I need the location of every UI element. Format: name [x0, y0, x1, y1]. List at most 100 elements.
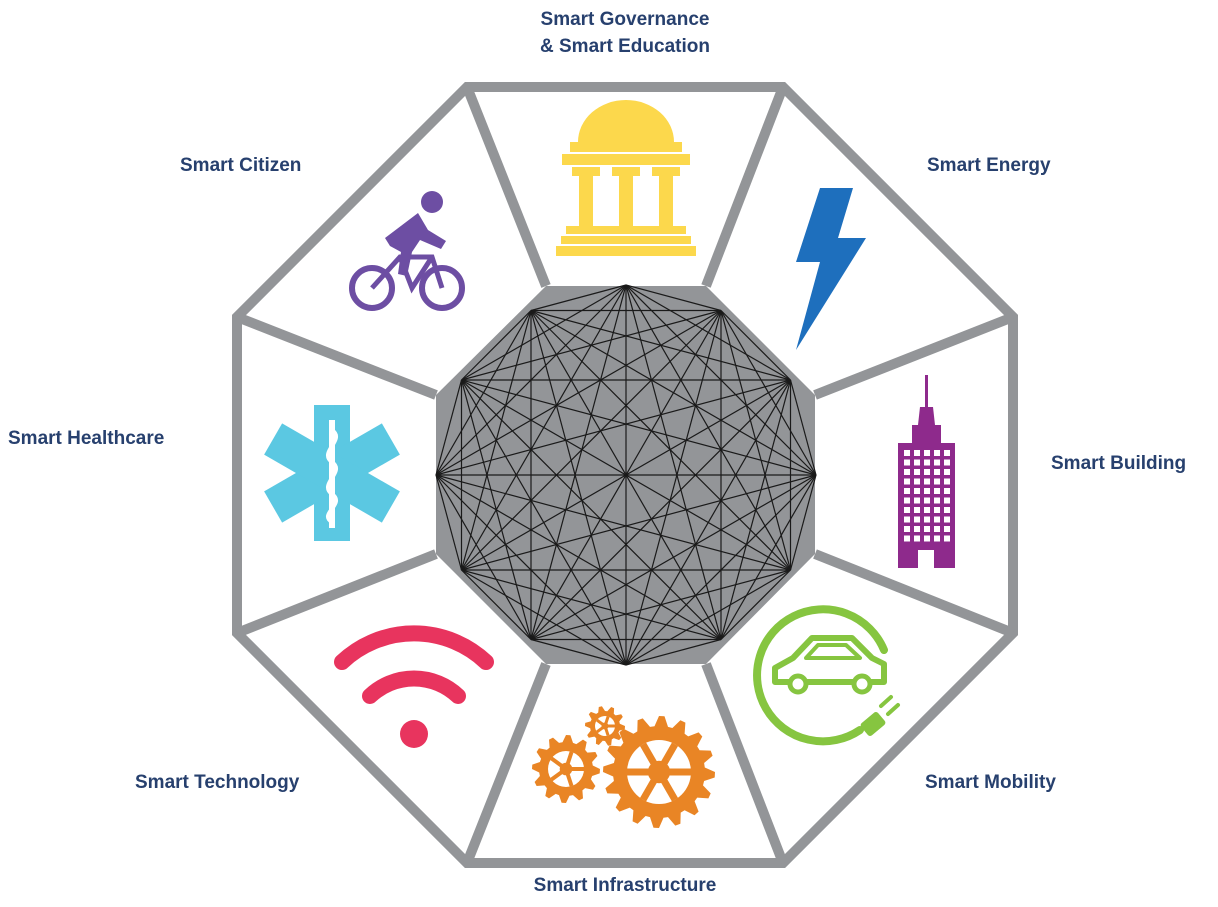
- government-building-icon: [556, 100, 696, 256]
- gear: [603, 716, 715, 828]
- window: [914, 450, 920, 456]
- label-building: Smart Building: [1051, 450, 1186, 477]
- label-healthcare: Smart Healthcare: [8, 425, 164, 452]
- window: [934, 516, 940, 523]
- window: [934, 469, 940, 475]
- window: [924, 507, 930, 513]
- window: [914, 497, 920, 504]
- mesh-line: [435, 474, 791, 571]
- window: [944, 488, 950, 494]
- label-mobility: Smart Mobility: [925, 769, 1056, 796]
- electric-car-plug-icon: [753, 605, 900, 746]
- window: [934, 526, 940, 532]
- mesh-line: [530, 309, 791, 381]
- mesh-line: [461, 379, 817, 476]
- window: [944, 516, 950, 523]
- step: [566, 226, 686, 234]
- column: [612, 167, 640, 176]
- mesh-line: [530, 310, 791, 571]
- step: [556, 246, 696, 256]
- window: [944, 535, 950, 542]
- divider-line: [235, 312, 438, 400]
- skyscraper-windows: [904, 450, 950, 568]
- mesh-line: [530, 309, 817, 476]
- window: [944, 450, 950, 456]
- column: [659, 176, 673, 226]
- label-infrastructure: Smart Infrastructure: [505, 872, 745, 899]
- entablature: [562, 154, 690, 165]
- rider-body: [385, 213, 446, 276]
- mesh-line: [720, 569, 791, 640]
- mesh-line: [789, 474, 817, 571]
- tower-top: [918, 407, 935, 425]
- mesh-line: [461, 310, 722, 571]
- window: [904, 478, 910, 485]
- mesh-line: [435, 474, 463, 571]
- plug: [860, 712, 886, 736]
- window: [924, 488, 930, 494]
- window: [944, 469, 950, 475]
- hub-mesh: [435, 284, 817, 666]
- mesh-line: [460, 379, 627, 666]
- label-citizen-text: Smart Citizen: [180, 155, 302, 176]
- mesh-line: [720, 310, 791, 381]
- mesh-line: [435, 474, 532, 640]
- divider-line: [701, 85, 788, 288]
- window: [914, 459, 920, 466]
- cyclist-icon: [349, 191, 465, 311]
- sector-dividers: [235, 85, 1015, 865]
- car-wheel: [787, 673, 809, 695]
- window: [914, 507, 920, 513]
- window: [914, 488, 920, 494]
- door: [918, 550, 934, 568]
- mesh-line: [461, 379, 722, 640]
- label-energy: Smart Energy: [927, 152, 1051, 179]
- window: [914, 526, 920, 532]
- window: [924, 497, 930, 504]
- mesh-line: [435, 379, 791, 476]
- mesh-line: [530, 310, 627, 666]
- gears-icon: [532, 706, 715, 828]
- window: [934, 488, 940, 494]
- window: [904, 459, 910, 466]
- label-building-text: Smart Building: [1051, 453, 1187, 474]
- window: [904, 535, 910, 542]
- window: [934, 459, 940, 466]
- car-wheel: [851, 673, 873, 695]
- window: [924, 459, 930, 466]
- mesh-line: [530, 310, 722, 640]
- mesh-line: [625, 284, 722, 640]
- dome: [578, 100, 674, 142]
- mesh-line: [461, 569, 627, 666]
- label-infrastructure-text: Smart Infrastructure: [533, 875, 717, 896]
- label-citizen: Smart Citizen: [180, 152, 301, 179]
- window: [904, 507, 910, 513]
- window: [934, 507, 940, 513]
- mesh-line: [461, 474, 817, 571]
- window: [904, 516, 910, 523]
- divider-line: [462, 85, 551, 288]
- window: [914, 535, 920, 542]
- window: [944, 526, 950, 532]
- rear-wheel: [349, 265, 395, 311]
- label-governance-line-2: & Smart Education: [540, 36, 710, 57]
- window: [924, 450, 930, 456]
- window: [914, 469, 920, 475]
- divider-line: [235, 549, 438, 638]
- gear: [585, 706, 625, 746]
- mesh-line: [625, 284, 722, 312]
- dome-base: [570, 142, 682, 152]
- gear: [532, 735, 600, 803]
- mesh-line: [530, 379, 791, 640]
- window: [904, 450, 910, 456]
- wifi-arc-middle: [362, 670, 466, 704]
- charging-ring: [753, 605, 888, 746]
- step: [561, 236, 691, 244]
- mesh-line: [460, 379, 532, 640]
- window: [904, 488, 910, 494]
- mesh-line: [435, 474, 722, 641]
- window: [904, 526, 910, 532]
- window: [924, 516, 930, 523]
- label-mobility-text: Smart Mobility: [925, 772, 1056, 793]
